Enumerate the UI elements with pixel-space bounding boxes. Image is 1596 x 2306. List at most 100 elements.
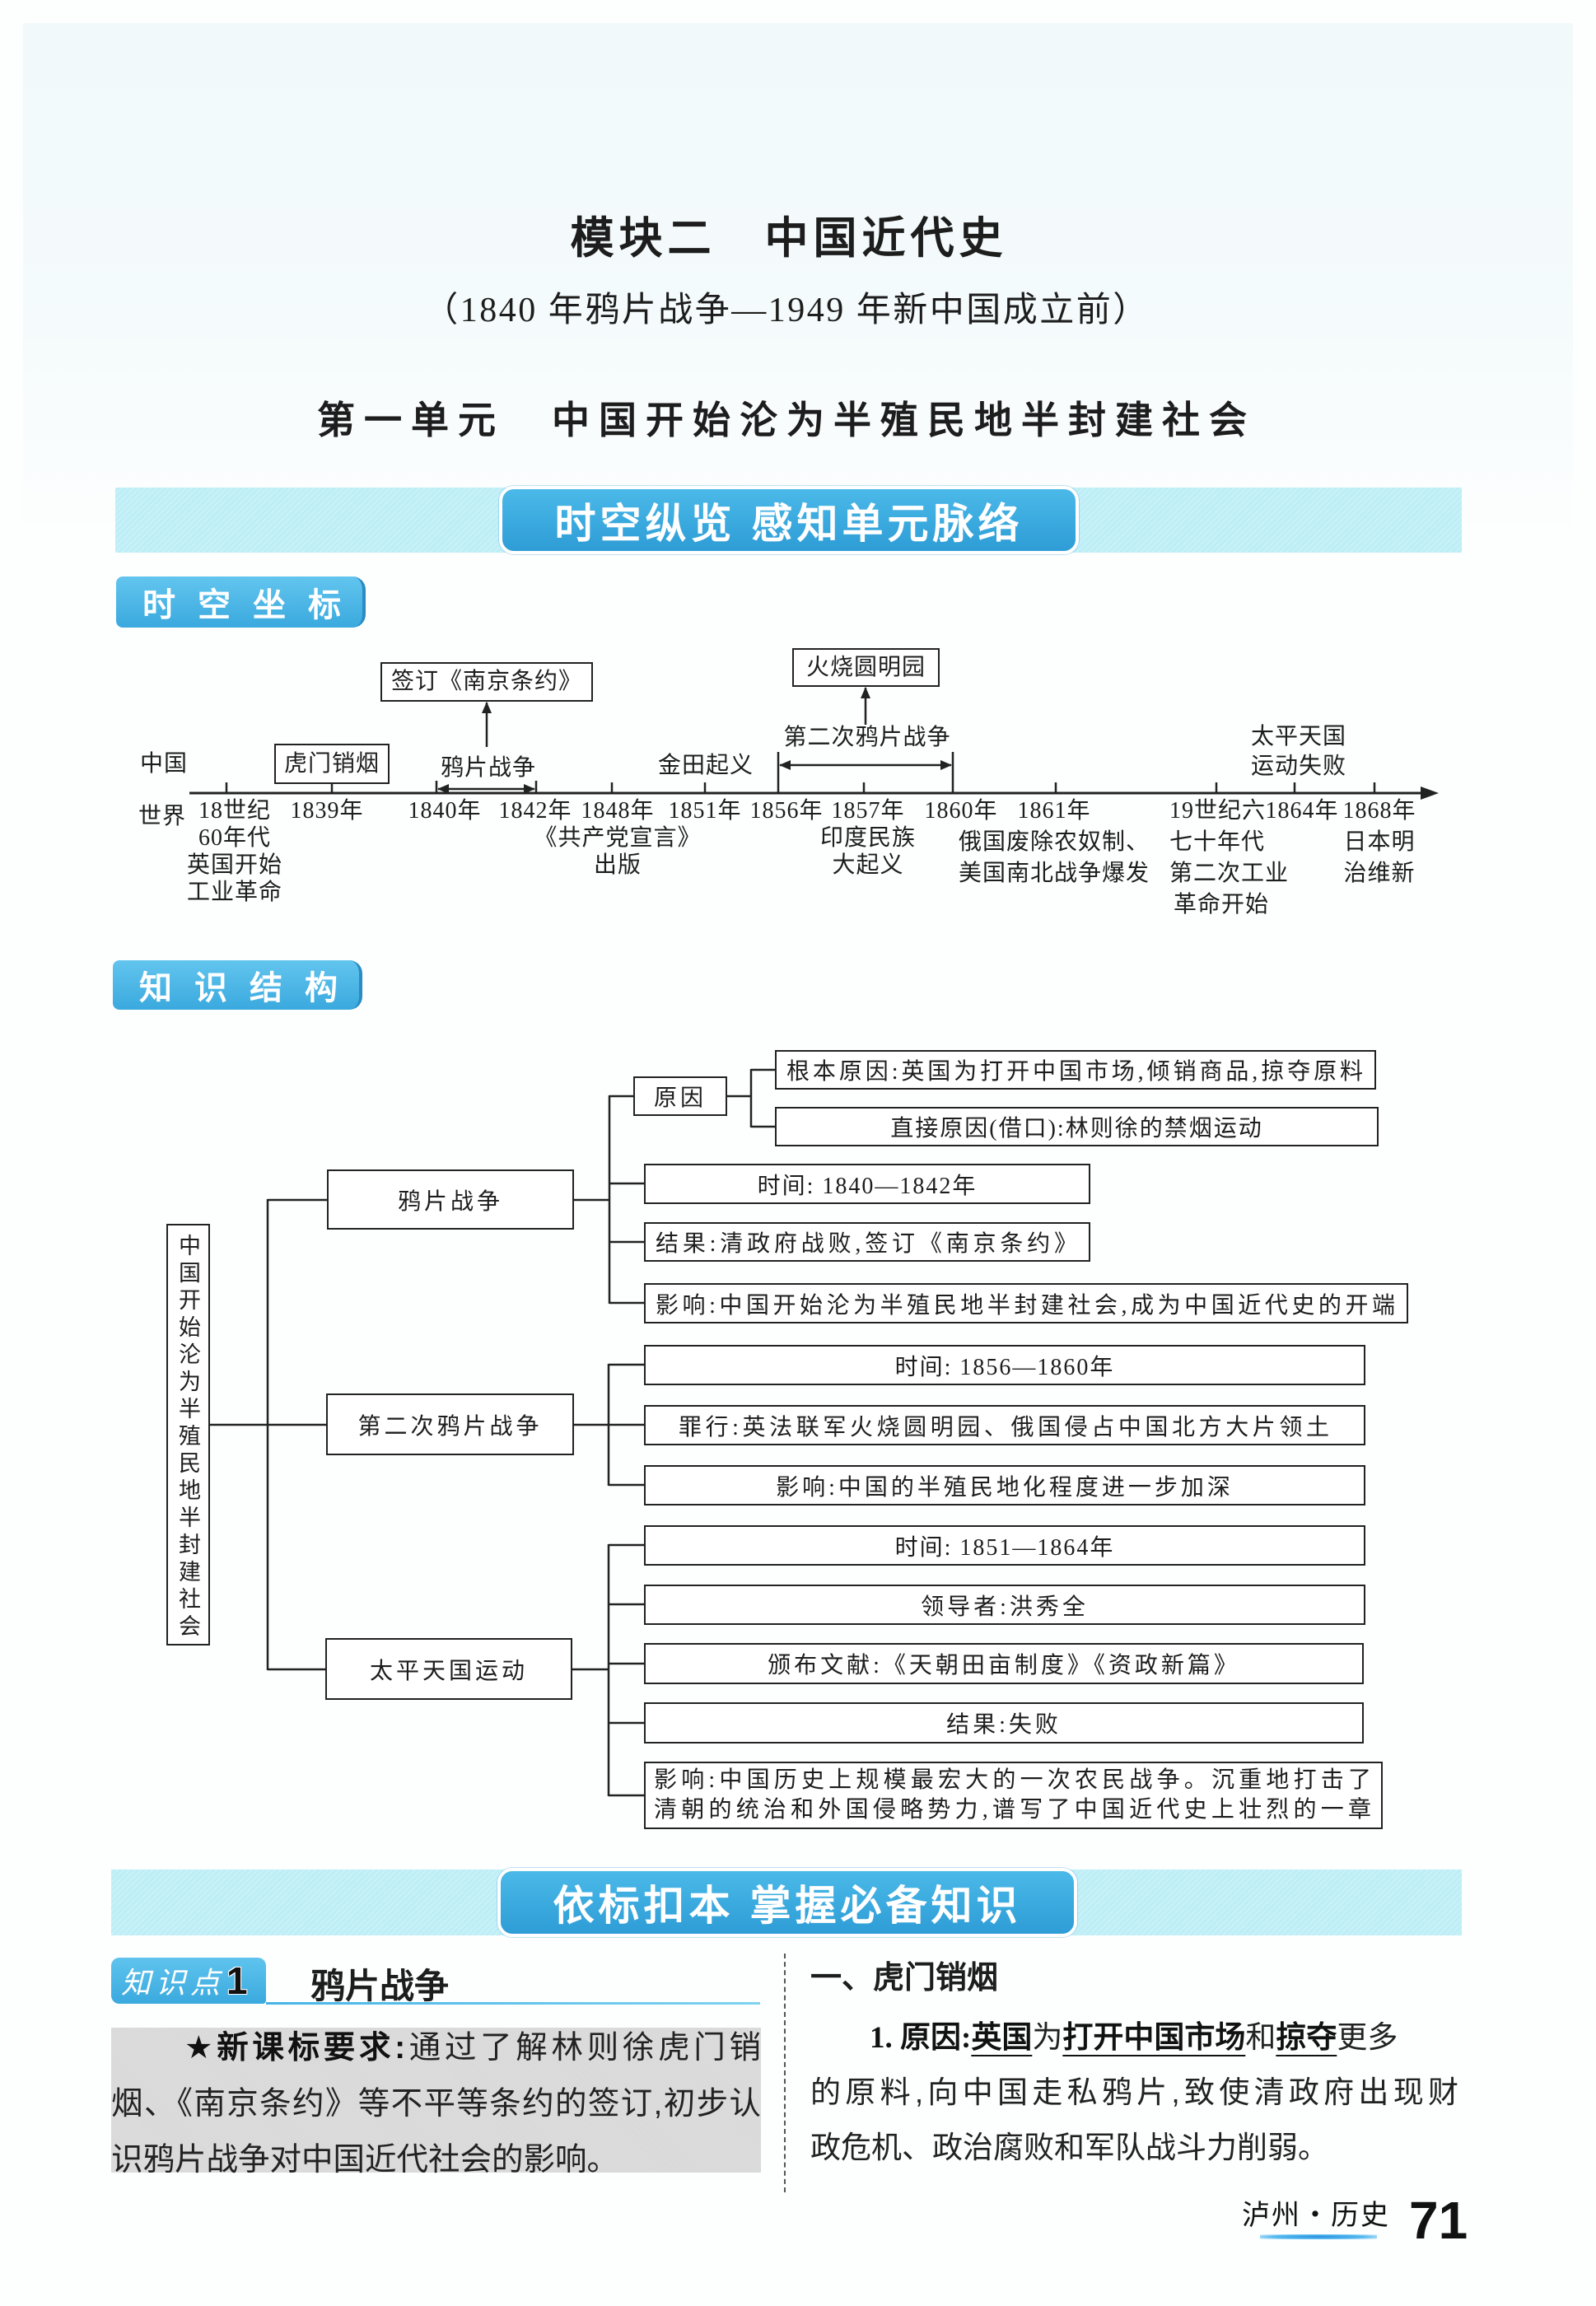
node-taiping-impact-line: 清朝的统治和外国侵略势力,谱写了中国近代史上壮烈的一章 bbox=[654, 1797, 1373, 1823]
cause-paragraph: 1. 原因:英国为打开中国市场和掠夺更多 的原料,向中国走私鸦片,致使清政府出现… bbox=[810, 2010, 1458, 2175]
item-label: 1. 原因: bbox=[870, 2021, 972, 2055]
node-opium-result-text: 结果:清政府战败,签订《南京条约》 bbox=[656, 1231, 1079, 1257]
requirement-line: ★新课标要求:通过了解林则徐虎门销 bbox=[111, 2020, 761, 2076]
axis-label-line: 美国南北战争爆发 bbox=[958, 861, 1150, 886]
banner-pill-basics: 依标扣本 掌握必备知识 bbox=[497, 1868, 1077, 1937]
tree-root-box: 中国开始沦为半殖民地半封建社会 bbox=[166, 1224, 210, 1645]
cause-line: 1. 原因:英国为打开中国市场和掠夺更多 bbox=[810, 2010, 1458, 2065]
axis-label-1860: 1860年 bbox=[924, 797, 997, 824]
answer-blank: 掠夺 bbox=[1276, 2019, 1337, 2055]
node-taiping-impact-line: 影响:中国历史上规模最宏大的一次农民战争。沉重地打击了 bbox=[654, 1767, 1373, 1793]
node-root-cause-text: 根本原因:英国为打开中国市场,倾销商品,掠夺原料 bbox=[786, 1059, 1365, 1085]
node-direct-cause-text: 直接原因(借口):林则徐的禁烟运动 bbox=[890, 1116, 1263, 1141]
footer-series-label: 泸州・历史 bbox=[1242, 2200, 1390, 2231]
knowledge-point-number: 1 bbox=[226, 1959, 248, 2002]
node-taiping-time: 时间: 1851—1864年 bbox=[644, 1525, 1365, 1566]
event-box-yuanmingyuan: 火烧圆明园 bbox=[792, 648, 940, 687]
section-tag-structure: 知识结构 bbox=[113, 960, 362, 1010]
branch-label-taiping: 太平天国运动 bbox=[369, 1658, 528, 1684]
requirement-line: 识鸦片战争对中国近代社会的影响。 bbox=[111, 2142, 619, 2178]
node-taiping-documents: 颁布文献:《天朝田亩制度》《资政新篇》 bbox=[644, 1643, 1364, 1684]
section-tag-timeline-label: 时空坐标 bbox=[142, 587, 363, 623]
unit-title: 第一单元 中国开始沦为半殖民地半封建社会 bbox=[317, 399, 1256, 441]
axis-label-1840: 1840年 bbox=[408, 797, 481, 824]
banner-title-overview: 时空纵览 感知单元脉络 bbox=[554, 500, 1024, 547]
section-tag-structure-label: 知识结构 bbox=[139, 970, 360, 1006]
axis-label-line: 大起义 bbox=[832, 852, 904, 878]
cause-line: 政危机、政治腐败和军队战斗力削弱。 bbox=[810, 2131, 1328, 2164]
axis-label-line: 英国开始 bbox=[186, 852, 283, 878]
axis-label-line: 日本明 bbox=[1343, 829, 1416, 855]
text-segment: 更多 bbox=[1337, 2020, 1398, 2054]
knowledge-point-underline bbox=[266, 2002, 760, 2005]
event-humen-label: 虎门销烟 bbox=[283, 750, 380, 777]
event-jintian-uprising: 金田起义 bbox=[657, 753, 754, 778]
axis-label-line: 1860年 bbox=[924, 798, 998, 824]
curriculum-requirement-text: ★新课标要求:通过了解林则徐虎门销 烟、《南京条约》等不平等条约的签订,初步认 … bbox=[111, 2020, 761, 2188]
tree-connectors bbox=[210, 1068, 775, 1797]
answer-blank: 打开中国市场 bbox=[1062, 2019, 1246, 2055]
axis-label-line: 工业革命 bbox=[186, 880, 283, 905]
timeline-row-label-china: 中国 bbox=[139, 751, 189, 777]
node-root-cause: 根本原因:英国为打开中国市场,倾销商品,掠夺原料 bbox=[775, 1050, 1376, 1090]
axis-label-line: 1839年 bbox=[290, 798, 364, 824]
axis-label-1868: 1868年 日本明 治维新 bbox=[1342, 796, 1416, 889]
axis-label-1860s-70s: 19世纪六 七十年代 第二次工业 革命开始 bbox=[1169, 796, 1289, 921]
axis-label-1864: 1864年 bbox=[1265, 796, 1338, 827]
subsection-heading: 一、虎门销烟 bbox=[810, 1961, 999, 1996]
axis-label-line: 1864年 bbox=[1265, 798, 1339, 824]
axis-label-line: 七十年代 bbox=[1169, 829, 1266, 855]
node-second-impact-text: 影响:中国的半殖民地化程度进一步加深 bbox=[776, 1474, 1234, 1501]
node-second-time: 时间: 1856—1860年 bbox=[644, 1345, 1365, 1385]
node-taiping-time-text: 时间: 1851—1864年 bbox=[894, 1534, 1115, 1561]
axis-label-line: 1868年 bbox=[1342, 798, 1416, 824]
axis-label-1857: 1857年 印度民族 大起义 bbox=[820, 797, 916, 879]
knowledge-point-tag: 知识点 1 bbox=[111, 1958, 266, 2004]
axis-label-line: 60年代 bbox=[198, 825, 272, 851]
axis-label-1839: 1839年 bbox=[290, 797, 363, 824]
event-taiping-failure: 太平天国 运动失败 bbox=[1251, 722, 1346, 782]
node-opium-impact: 影响:中国开始沦为半殖民地半封建社会,成为中国近代史的开端 bbox=[644, 1283, 1408, 1323]
branch-label-second-opium-war: 第二次鸦片战争 bbox=[357, 1413, 543, 1440]
axis-label-line: 1848年 bbox=[581, 798, 655, 824]
axis-label-line: 俄国废除农奴制、 bbox=[958, 829, 1150, 855]
event-yuanmingyuan-label: 火烧圆明园 bbox=[805, 654, 926, 680]
requirement-line-text: 通过了解林则徐虎门销 bbox=[405, 2030, 761, 2066]
page-number: 71 bbox=[1409, 2191, 1468, 2250]
axis-label-1760s: 18世纪 60年代 英国开始 工业革命 bbox=[187, 797, 282, 906]
module-title: 模块二 中国近代史 bbox=[570, 215, 1008, 263]
curriculum-requirement-box bbox=[111, 2028, 761, 2173]
section-tag-timeline: 时空坐标 bbox=[116, 576, 366, 628]
axis-label-line: 1856年 bbox=[749, 798, 824, 824]
text-segment: 和 bbox=[1245, 2020, 1276, 2054]
axis-label-1861: 1861年 俄国废除农奴制、 美国南北战争爆发 bbox=[959, 796, 1150, 889]
node-taiping-result: 结果:失败 bbox=[644, 1702, 1364, 1744]
node-second-crimes-text: 罪行:英法联军火烧圆明园、俄国侵占中国北方大片领土 bbox=[679, 1414, 1331, 1440]
node-taiping-result-text: 结果:失败 bbox=[946, 1712, 1062, 1738]
axis-label-line: 1842年 bbox=[498, 798, 572, 824]
axis-label-1848: 1848年 《共产党宣言》 出版 bbox=[534, 797, 701, 879]
event-taiping-failure-line: 太平天国 bbox=[1250, 724, 1347, 749]
node-opium-time: 时间: 1840—1842年 bbox=[644, 1164, 1090, 1204]
knowledge-point-tag-text: 知识点 bbox=[121, 1967, 226, 2000]
axis-label-line: 治维新 bbox=[1343, 861, 1416, 886]
answer-blank: 英国 bbox=[971, 2019, 1033, 2055]
node-cause: 原因 bbox=[633, 1076, 727, 1116]
node-opium-time-text: 时间: 1840—1842年 bbox=[757, 1173, 978, 1199]
event-taiping-failure-line: 运动失败 bbox=[1250, 754, 1347, 779]
node-second-time-text: 时间: 1856—1860年 bbox=[894, 1354, 1115, 1380]
branch-label-opium-war: 鸦片战争 bbox=[397, 1188, 503, 1215]
axis-label-line: 19世纪六 bbox=[1169, 798, 1267, 824]
node-cause-label: 原因 bbox=[653, 1085, 707, 1111]
event-box-humen: 虎门销烟 bbox=[274, 744, 390, 784]
branch-box-opium-war: 鸦片战争 bbox=[327, 1169, 574, 1230]
axis-label-line: 1857年 bbox=[831, 798, 905, 824]
text-segment: 为 bbox=[1032, 2020, 1063, 2054]
module-subtitle: （1840 年鸦片战争—1949 年新中国成立前） bbox=[423, 292, 1150, 329]
axis-label-line: 第二次工业 bbox=[1169, 861, 1290, 886]
event-box-nanjing-treaty: 签订《南京条约》 bbox=[380, 662, 593, 702]
timeline-row-label-world: 世界 bbox=[138, 804, 187, 829]
event-second-opium-war: 第二次鸦片战争 bbox=[783, 725, 951, 750]
footer-brush-underline bbox=[1260, 2234, 1377, 2239]
